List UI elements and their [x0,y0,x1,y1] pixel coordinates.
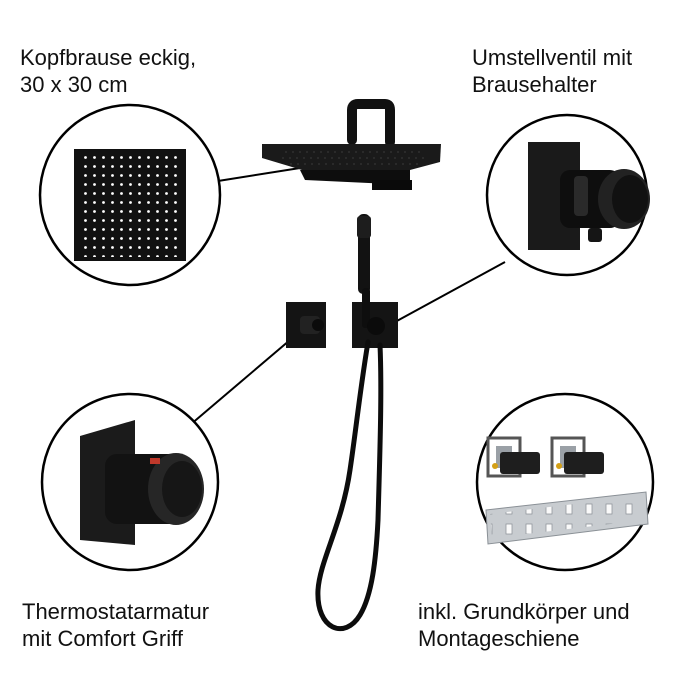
mounting-rail [485,491,649,545]
connector-diverter [394,261,506,323]
thermostat-product [286,302,326,348]
diverter-label: Umstellventil mit Brausehalter [472,45,633,97]
connector-thermostat [189,339,291,426]
rough-in-body-right [550,436,604,478]
rough-in-detail-circle [475,392,655,572]
hand-shower-set-product [315,214,398,632]
diverter-outlet [588,228,602,242]
head-shower-label: Kopfbrause eckig, 30 x 30 cm [20,45,197,97]
rough-in-label: inkl. Grundkörper und Montageschiene [418,599,630,651]
head-shower-nozzles [78,153,182,257]
head-shower-detail-circle [38,103,222,287]
diverter-detail-circle [485,113,650,277]
rough-in-body-left [486,436,540,478]
thermostat-red-marker [150,458,160,464]
connector-head-shower [217,167,301,182]
thermostat-label: Thermostatarmatur mit Comfort Griff [22,599,210,651]
thermostat-detail-circle [40,392,220,572]
shower-hose [315,339,384,632]
head-shower-product [262,99,441,190]
